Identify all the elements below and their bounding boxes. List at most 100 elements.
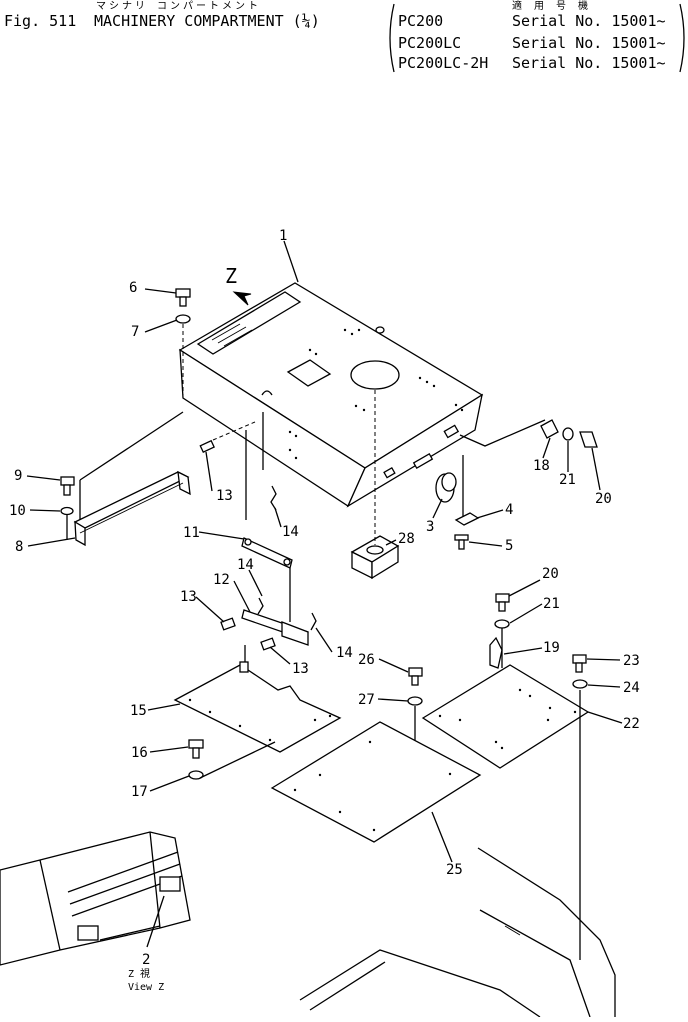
hinge-19 — [489, 636, 503, 669]
callout-labels: 1 2 3 4 5 6 7 8 9 10 11 12 13 13 13 14 1… — [9, 228, 640, 968]
latch-18 — [540, 419, 559, 439]
plate-15 — [173, 645, 342, 753]
bracket-8-rib — [79, 482, 184, 534]
bolt-26-shank — [411, 675, 419, 686]
bolt-9-shank — [63, 484, 71, 496]
callout-9: 9 — [14, 468, 22, 484]
bolt-16-guide — [199, 741, 276, 779]
japanese-models-label: 適 用 号 機 — [512, 0, 591, 12]
callout-14c: 14 — [336, 645, 353, 661]
callout-23: 23 — [623, 653, 640, 669]
model-name-2: PC200LC — [398, 34, 461, 52]
latch-18-group — [459, 419, 598, 448]
cover-2-louver-b — [69, 863, 181, 905]
callout-20b: 20 — [542, 566, 559, 582]
view-caption-jp: Z 視 — [128, 967, 150, 980]
bolt-13a-guide — [212, 421, 256, 441]
bracket-12 — [241, 568, 309, 646]
view-z-arrow-icon — [232, 291, 252, 306]
plate-15-tab — [239, 661, 249, 673]
bracket-8-end-right — [177, 470, 191, 496]
bolt-13b — [220, 617, 236, 631]
callout-15: 15 — [130, 703, 147, 719]
callout-24: 24 — [623, 680, 640, 696]
callout-13a: 13 — [216, 488, 233, 504]
callout-4: 4 — [505, 502, 513, 518]
leader-lines — [26, 240, 623, 948]
bolt-13-upper — [199, 421, 256, 454]
bolt-6-shank — [179, 296, 187, 307]
cover-2-body — [0, 831, 191, 966]
frame-edge-b — [479, 909, 591, 1018]
model-serial-3: Serial No. 15001~ — [512, 54, 666, 72]
callout-27: 27 — [358, 692, 375, 708]
cover-2-tab-left — [77, 925, 99, 941]
left-bracket — [73, 470, 191, 547]
callout-19: 19 — [543, 640, 560, 656]
bolt-13a-head — [199, 439, 215, 454]
screw-5-head — [454, 534, 469, 541]
model-serial-2: Serial No. 15001~ — [512, 34, 666, 52]
bolt-20-lower-head — [495, 593, 510, 603]
left-brace — [389, 3, 395, 73]
fig-number: Fig. 511 — [4, 12, 76, 30]
plate-25-holes — [293, 740, 452, 832]
model-serial-1: Serial No. 15001~ — [512, 12, 666, 30]
plate-25 — [270, 721, 482, 843]
callout-2: 2 — [142, 952, 150, 968]
bracket-8-end — [74, 520, 86, 547]
callout-22: 22 — [623, 716, 640, 732]
washer-24 — [572, 679, 588, 689]
rubber-3 — [435, 472, 457, 503]
callout-17: 17 — [131, 784, 148, 800]
block-28-side — [371, 544, 399, 580]
callout-5: 5 — [505, 538, 513, 554]
bolt-6-group — [175, 288, 191, 398]
washer-27 — [407, 696, 423, 706]
washer-21-upper — [562, 427, 574, 441]
frame-edge-a — [477, 847, 616, 1017]
callout-21b: 21 — [543, 596, 560, 612]
hinge-19-group — [489, 593, 510, 669]
plate-15-holes — [188, 698, 332, 742]
bolt-26-head — [408, 667, 423, 677]
view-z-marker: Z — [225, 264, 252, 306]
vent-grille — [211, 323, 253, 347]
callout-28: 28 — [398, 531, 415, 547]
bracket-guide-2 — [79, 411, 184, 481]
bolt-16-shank — [192, 747, 200, 759]
catch-4-group — [454, 455, 480, 550]
callout-10: 10 — [9, 503, 26, 519]
link-11-hole-a — [244, 538, 252, 546]
model-name-3: PC200LC-2H — [398, 54, 488, 72]
callout-1: 1 — [279, 228, 287, 244]
callout-12: 12 — [213, 572, 230, 588]
hood-hatch — [286, 359, 332, 387]
bolt-9-group — [60, 411, 184, 540]
pin-14c — [310, 612, 317, 631]
bolt-9-head — [60, 476, 75, 486]
frame-edge-c — [299, 949, 541, 1018]
model-name-1: PC200 — [398, 12, 443, 30]
bolt-13c — [260, 637, 276, 651]
cover-2-tab-right — [159, 876, 181, 892]
callout-8: 8 — [15, 539, 23, 555]
frame-mark — [504, 925, 521, 936]
frame-edge-d — [309, 961, 386, 1011]
callout-11: 11 — [183, 525, 200, 541]
plate-15-outline — [173, 664, 342, 753]
hood-knob — [375, 326, 385, 334]
cover-2-louver-a — [67, 851, 179, 893]
hood-cover — [178, 282, 484, 508]
header: マシナリ コンパートメント 適 用 号 機 Fig. 511 MACHINERY… — [4, 0, 685, 73]
view-z-letter: Z — [225, 264, 237, 288]
pin-14a — [270, 485, 277, 511]
cover-2-view-z — [0, 831, 191, 966]
latch-18-guide — [459, 419, 546, 447]
hood-latch — [443, 424, 460, 439]
bolt-23-shank — [575, 662, 583, 673]
callout-13c: 13 — [292, 661, 309, 677]
plate-22-holes — [438, 688, 577, 750]
screw-5-shank — [458, 539, 465, 550]
figure-title: MACHINERY COMPARTMENT (¼) — [94, 12, 320, 30]
